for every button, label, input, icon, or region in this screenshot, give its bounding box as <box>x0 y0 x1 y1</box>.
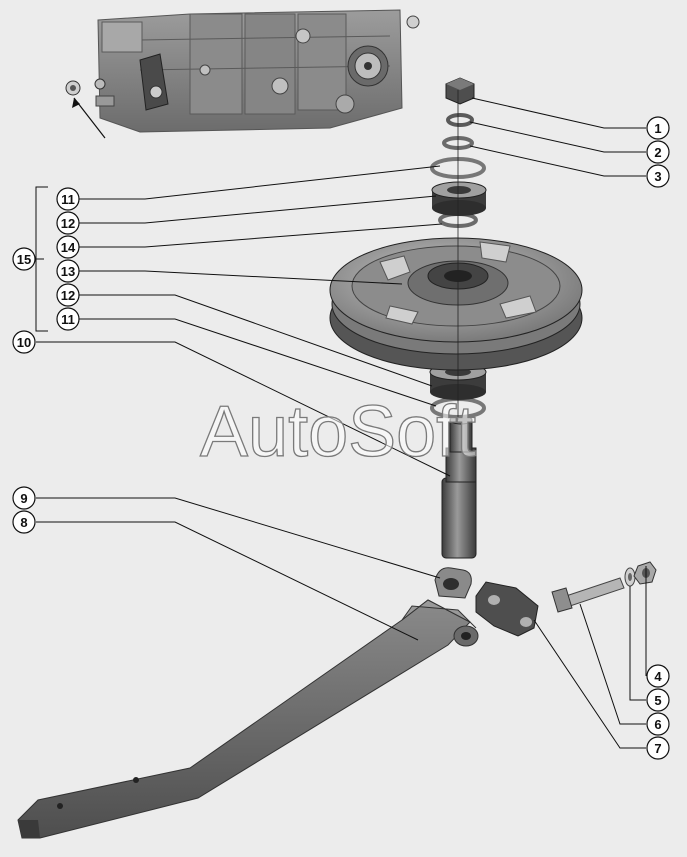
pulley-part <box>329 237 583 371</box>
arm-part <box>17 599 479 839</box>
callout-1: 1 <box>646 116 670 140</box>
clamp-block-part <box>475 581 539 637</box>
nut-part <box>633 561 657 585</box>
callout-10: 10 <box>12 330 36 354</box>
watermark-text: AutoSoft <box>200 392 476 472</box>
callout-12-lower: 12 <box>56 283 80 307</box>
svg-text:5: 5 <box>654 693 661 708</box>
svg-text:8: 8 <box>20 515 27 530</box>
lock-washer-part <box>446 113 474 127</box>
svg-text:12: 12 <box>61 288 75 303</box>
svg-text:10: 10 <box>17 335 31 350</box>
svg-text:2: 2 <box>654 145 661 160</box>
clamp-half-part <box>434 567 472 599</box>
callout-4: 4 <box>646 664 670 688</box>
callout-13: 13 <box>56 259 80 283</box>
callout-11-upper: 11 <box>56 187 80 211</box>
callout-8: 8 <box>12 510 36 534</box>
svg-text:11: 11 <box>61 312 75 327</box>
svg-text:15: 15 <box>17 252 31 267</box>
svg-text:12: 12 <box>61 216 75 231</box>
callout-5: 5 <box>646 688 670 712</box>
callout-15: 15 <box>12 247 36 271</box>
bolt-part <box>551 577 625 613</box>
shaft-part <box>441 415 477 559</box>
svg-text:11: 11 <box>61 192 75 207</box>
svg-text:7: 7 <box>654 741 661 756</box>
machine-overview-inset <box>65 9 420 139</box>
svg-text:14: 14 <box>61 240 76 255</box>
callout-9: 9 <box>12 486 36 510</box>
top-nut-part <box>445 77 475 105</box>
svg-text:13: 13 <box>61 264 75 279</box>
svg-text:4: 4 <box>654 669 662 684</box>
callout-11-lower: 11 <box>56 307 80 331</box>
bearing-upper <box>431 181 487 216</box>
svg-text:1: 1 <box>654 121 661 136</box>
svg-text:3: 3 <box>654 169 661 184</box>
svg-text:9: 9 <box>20 491 27 506</box>
svg-text:6: 6 <box>654 717 661 732</box>
callout-14: 14 <box>56 235 80 259</box>
callout-12-upper: 12 <box>56 211 80 235</box>
callout-2: 2 <box>646 140 670 164</box>
leader-lines <box>35 97 647 749</box>
washer-part <box>624 567 636 587</box>
callout-7: 7 <box>646 736 670 760</box>
callout-3: 3 <box>646 164 670 188</box>
callout-6: 6 <box>646 712 670 736</box>
